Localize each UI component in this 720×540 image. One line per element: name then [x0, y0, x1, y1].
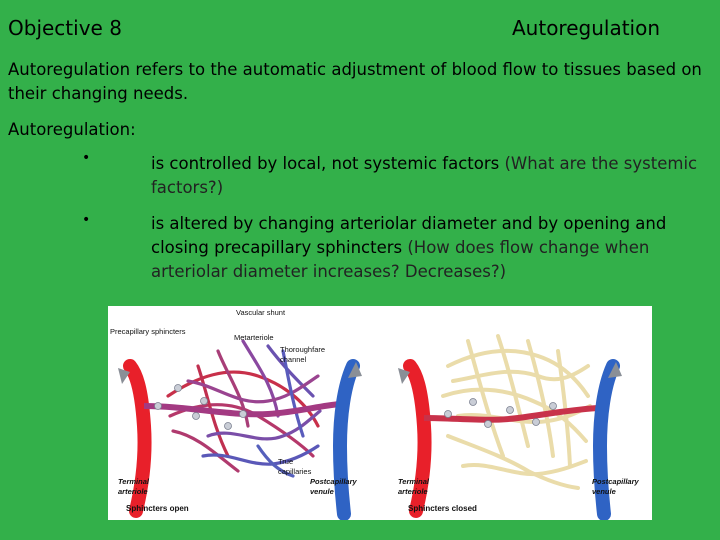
thoroughfare-channel-open [143, 401, 341, 418]
panel-closed: Terminal arteriole Postcapillary venule … [398, 334, 640, 520]
label-postcapillary-1: Postcapillary [310, 477, 358, 486]
postcapillary-venule-open [332, 359, 360, 520]
label-terminal-arteriole-2: arteriole [118, 487, 148, 496]
bullet-text: is controlled by local, not systemic fac… [151, 152, 711, 200]
panel-open: Vascular shunt Precapillary sphincters M… [110, 308, 362, 520]
label-postcapillary-2: venule [310, 487, 334, 496]
label-vascular-shunt: Vascular shunt [236, 308, 286, 317]
list-lead: Autoregulation: [8, 120, 136, 139]
bullet-dot-icon: • [82, 212, 91, 228]
bullet-dot-icon: • [82, 150, 91, 166]
capillary-bed-figure: Vascular shunt Precapillary sphincters M… [108, 306, 652, 520]
label-sphincters-closed: Sphincters closed [408, 504, 477, 513]
arrow-in-icon [398, 368, 410, 384]
arrow-out-icon [348, 362, 362, 378]
label-precapillary-sphincters: Precapillary sphincters [110, 327, 186, 336]
bullet-question: (How does flow change when arteriolar di… [151, 238, 650, 281]
postcapillary-venule-closed [592, 359, 620, 520]
objective-label: Objective 8 [8, 16, 122, 40]
arrow-out-icon [608, 362, 622, 378]
terminal-arteriole-closed [403, 359, 432, 518]
label-terminal-arteriole-1: Terminal [398, 477, 430, 486]
precapillary-sphincter-icon [444, 398, 557, 428]
intro-paragraph: Autoregulation refers to the automatic a… [8, 60, 702, 103]
bullet-main-text: is controlled by local, not systemic fac… [151, 154, 505, 173]
label-true-1: True [278, 457, 293, 466]
bullet-text: is altered by changing arteriolar diamet… [151, 212, 711, 284]
label-thoroughfare-2: channel [280, 355, 307, 364]
label-postcapillary-2: venule [592, 487, 616, 496]
label-terminal-arteriole-2: arteriole [398, 487, 428, 496]
arrow-in-icon [118, 368, 130, 384]
label-true-2: capillaries [278, 467, 312, 476]
closed-capillary-network [441, 334, 592, 490]
label-thoroughfare-1: Thoroughfare [280, 345, 325, 354]
terminal-arteriole-open [123, 359, 152, 518]
precapillary-sphincter-icon [154, 384, 247, 430]
label-terminal-arteriole-1: Terminal [118, 477, 150, 486]
label-sphincters-open: Sphincters open [126, 504, 189, 513]
bullet-question: (What are the systemic factors?) [151, 154, 698, 197]
bullet-main-text: is altered by changing arteriolar diamet… [151, 214, 667, 257]
label-postcapillary-1: Postcapillary [592, 477, 640, 486]
slide-title: Autoregulation [512, 16, 661, 40]
thoroughfare-channel-closed [423, 405, 599, 423]
label-metarteriole: Metarteriole [234, 333, 274, 342]
